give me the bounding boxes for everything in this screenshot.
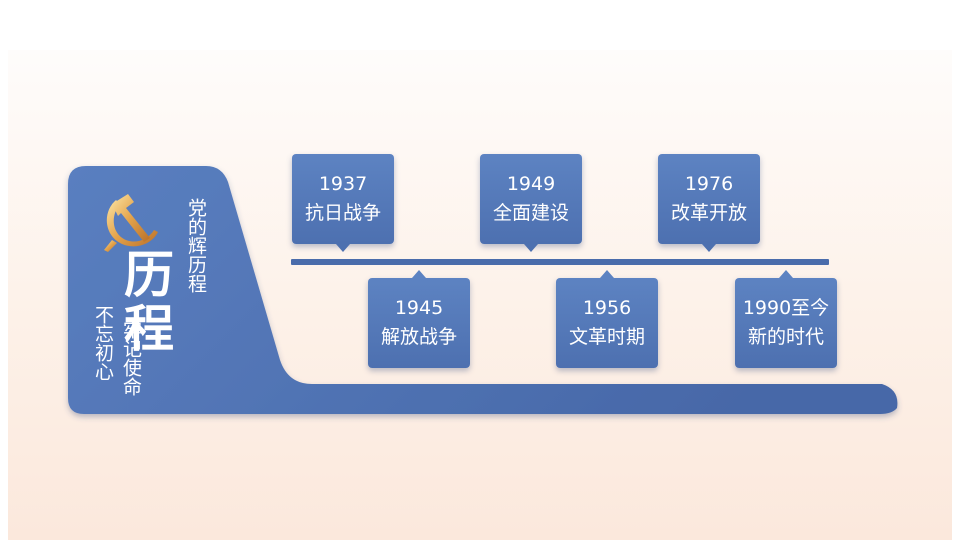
hammer-sickle-icon <box>104 194 158 252</box>
card-year: 1990至今 <box>742 297 830 319</box>
card-label: 文革时期 <box>568 326 645 348</box>
card-year: 1937 <box>318 173 368 195</box>
main-title: 历程 <box>116 248 174 356</box>
timeline-card-1976: 1976 改革开放 <box>658 154 760 252</box>
timeline-card-1956: 1956 文革时期 <box>556 270 658 368</box>
timeline-card-1990: 1990至今 新的时代 <box>735 270 837 368</box>
card-label: 改革开放 <box>670 202 747 224</box>
timeline-card-1945: 1945 解放战争 <box>368 270 470 368</box>
motto-line-2: 不忘初心 <box>92 305 114 381</box>
card-label: 解放战争 <box>380 326 457 348</box>
timeline-card-1937: 1937 抗日战争 <box>292 154 394 252</box>
card-year: 1976 <box>684 173 734 195</box>
motto-line-1: 牢记使命 <box>120 320 142 396</box>
subtitle-vertical: 党的辉历程 <box>185 198 207 293</box>
card-year: 1956 <box>582 297 632 319</box>
card-label: 新的时代 <box>747 326 824 348</box>
card-year: 1945 <box>394 297 444 319</box>
card-year: 1949 <box>506 173 556 195</box>
timeline-line <box>291 259 829 265</box>
card-label: 全面建设 <box>492 202 569 224</box>
timeline-card-1949: 1949 全面建设 <box>480 154 582 252</box>
card-label: 抗日战争 <box>304 202 381 224</box>
